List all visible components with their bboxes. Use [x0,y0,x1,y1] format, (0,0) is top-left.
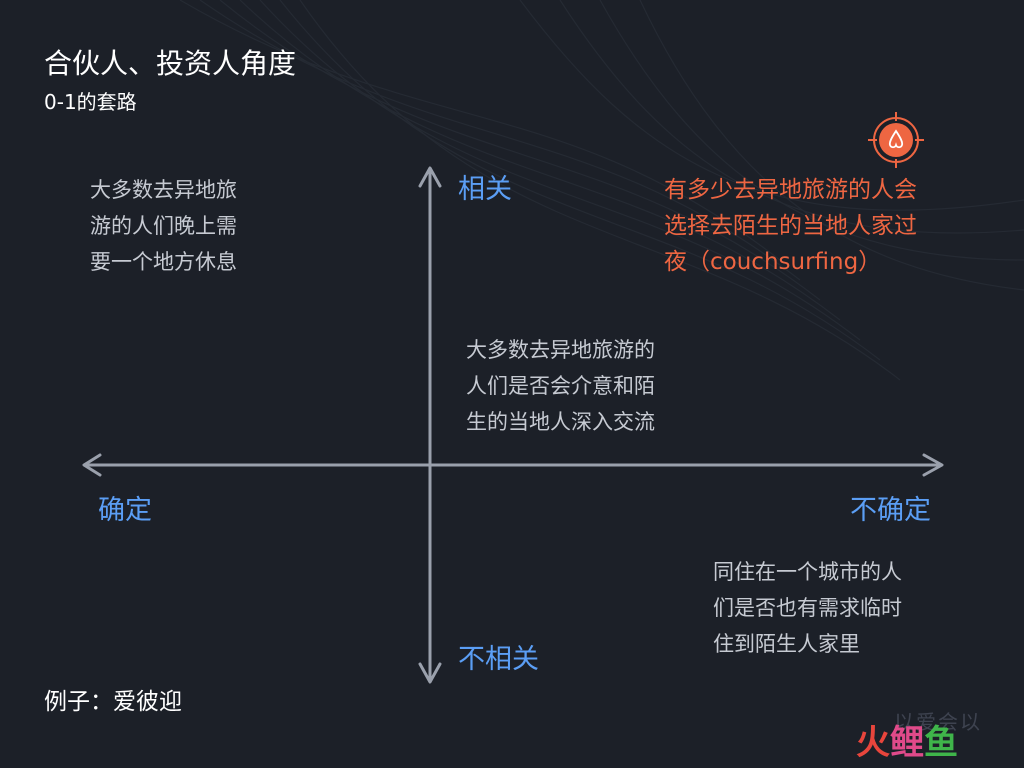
text-line: 大多数去异地旅游的 [466,338,655,362]
axis-label-right: 不确定 [850,495,931,526]
text-line: 夜（couchsurfing） [664,249,882,275]
arrow-left-icon [82,453,102,477]
text-line: 们是否也有需求临时 [713,596,902,620]
text-line: 要一个地方休息 [90,250,237,274]
text-line: 生的当地人深入交流 [466,410,655,434]
text-line: 选择去陌生的当地人家过 [664,213,917,239]
airbnb-logo-target-icon [868,112,924,168]
watermark-char-1: 火 [856,723,890,763]
text-line: 有多少去异地旅游的人会 [664,177,917,203]
watermark-main-text: 火鲤鱼 [856,724,958,762]
example-text: 例子：爱彼迎 [44,689,182,715]
text-line: 住到陌生人家里 [713,632,860,656]
text-line: 同住在一个城市的人 [713,560,902,584]
quadrant-bottom-right-text: 同住在一个城市的人 们是否也有需求临时 住到陌生人家里 [713,554,902,662]
center-text: 大多数去异地旅游的 人们是否会介意和陌 生的当地人深入交流 [466,332,655,440]
text-line: 游的人们晚上需 [90,214,237,238]
page-title: 合伙人、投资人角度 [44,47,297,80]
watermark-top-text: 以爱会以 [894,710,982,734]
axis-label-bottom: 不相关 [458,644,539,675]
axis-label-top: 相关 [458,174,512,205]
arrow-right-icon [922,453,944,477]
axis-label-left: 确定 [98,495,152,526]
watermark-char-3: 鱼 [924,723,958,763]
quadrant-top-left-text: 大多数去异地旅 游的人们晚上需 要一个地方休息 [90,172,237,280]
page-subtitle: 0-1的套路 [44,90,137,114]
arrow-up-icon [418,166,442,188]
watermark-char-2: 鲤 [890,723,924,763]
text-line: 人们是否会介意和陌 [466,374,655,398]
watermark-logo: 以爱会以 火鲤鱼 [856,706,1016,762]
arrow-down-icon [418,662,442,684]
text-line: 大多数去异地旅 [90,178,237,202]
quadrant-top-right-text: 有多少去异地旅游的人会 选择去陌生的当地人家过 夜（couchsurfing） [664,172,917,280]
